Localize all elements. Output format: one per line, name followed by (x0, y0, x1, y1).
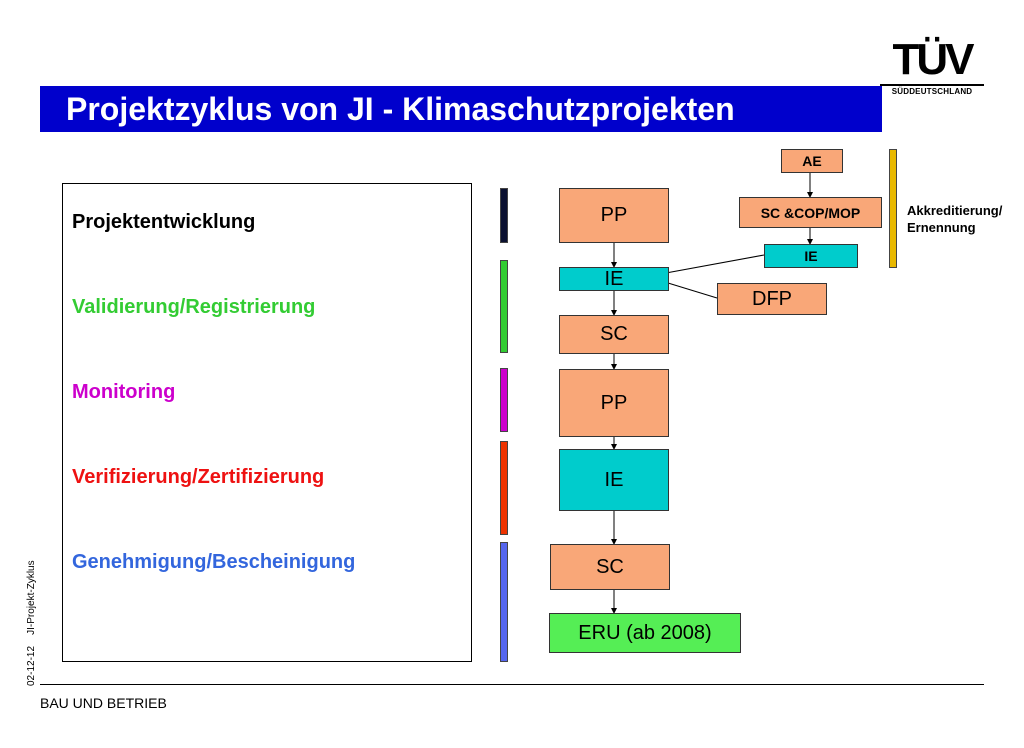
logo-rule (880, 84, 984, 86)
phase-verifizierung: Verifizierung/Zertifizierung (72, 466, 325, 488)
phase-bar-monitoring (500, 368, 508, 432)
tuev-logo: TÜV SÜDDEUTSCHLAND (880, 38, 984, 96)
flow-node-eru: ERU (ab 2008) (549, 613, 741, 653)
phase-bar-verifizierung (500, 441, 508, 535)
phase-monitoring: Monitoring (72, 381, 176, 403)
flow-node-pp-2: PP (559, 369, 669, 437)
flow-node-ie-small: IE (764, 244, 858, 268)
flow-node-sc-2: SC (550, 544, 670, 590)
phase-projektentwicklung: Projektentwicklung (72, 211, 256, 233)
footer-rule (40, 684, 984, 685)
phase-validierung: Validierung/Registrierung (72, 296, 316, 318)
phase-list-box (62, 183, 472, 662)
logo-subtitle: SÜDDEUTSCHLAND (891, 87, 973, 96)
side-date: 02-12-12 (26, 645, 37, 686)
accreditation-label: Akkreditierung/ Ernennung (907, 202, 1002, 236)
flow-node-ie-1: IE (559, 267, 669, 291)
side-caption: 02-12-12 JI-Projekt-Zyklus (26, 560, 37, 686)
flow-node-pp-1: PP (559, 188, 669, 243)
accreditation-bar (889, 149, 897, 268)
accreditation-line-1: Akkreditierung/ (907, 203, 1003, 218)
logo-wordmark: TÜV (892, 35, 975, 84)
side-document-name: JI-Projekt-Zyklus (26, 560, 37, 635)
phase-bar-projektentwicklung (500, 188, 508, 243)
phase-genehmigung: Genehmigung/Bescheinigung (72, 551, 356, 573)
phase-bar-genehmigung (500, 542, 508, 662)
phase-bar-validierung (500, 260, 508, 353)
page-title: Projektzyklus von JI - Klimaschutzprojek… (40, 86, 882, 132)
flow-node-ie-2: IE (559, 449, 669, 511)
flow-node-dfp: DFP (717, 283, 827, 315)
accreditation-line-2: Ernennung (907, 220, 976, 235)
flow-node-sc-1: SC (559, 315, 669, 354)
footer-text: BAU UND BETRIEB (40, 695, 167, 711)
flow-node-sc-cop-mop: SC &COP/MOP (739, 197, 882, 228)
flow-node-ae: AE (781, 149, 843, 173)
